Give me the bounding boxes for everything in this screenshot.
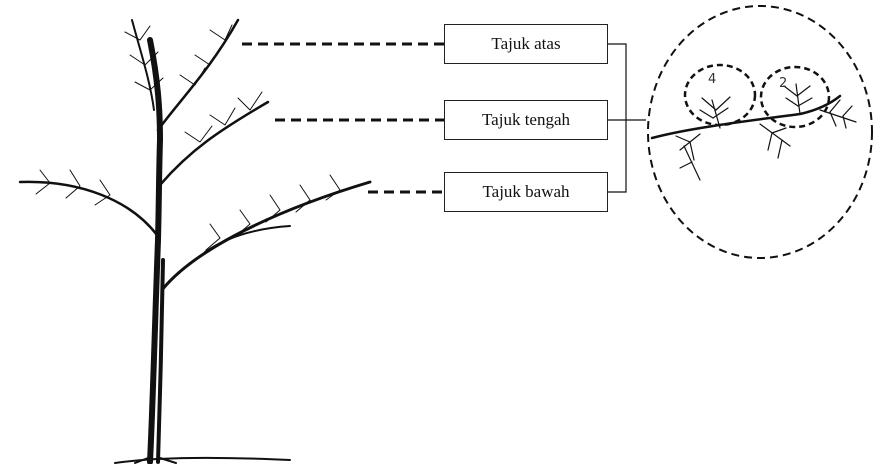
label-crown-top: Tajuk atas (491, 34, 560, 54)
branch-middle-right (160, 102, 268, 185)
label-box-crown-bottom: Tajuk bawah (444, 172, 608, 212)
leader-lines (242, 44, 444, 192)
branch-lower-right (162, 182, 370, 290)
inset-detail: 4 2 (648, 6, 872, 258)
label-box-crown-top: Tajuk atas (444, 24, 608, 64)
foliage-twigs (36, 25, 340, 250)
label-box-crown-middle: Tajuk tengah (444, 100, 608, 140)
label-crown-middle: Tajuk tengah (482, 110, 570, 130)
tree-illustration (20, 20, 370, 463)
label-crown-bottom: Tajuk bawah (482, 182, 569, 202)
count-label-right: 2 (779, 76, 787, 91)
bracket-connector (608, 44, 646, 192)
branch-top-left (132, 20, 154, 110)
branch-top-right (158, 20, 238, 130)
count-circle-left (685, 65, 755, 125)
count-label-left: 4 (708, 72, 716, 87)
